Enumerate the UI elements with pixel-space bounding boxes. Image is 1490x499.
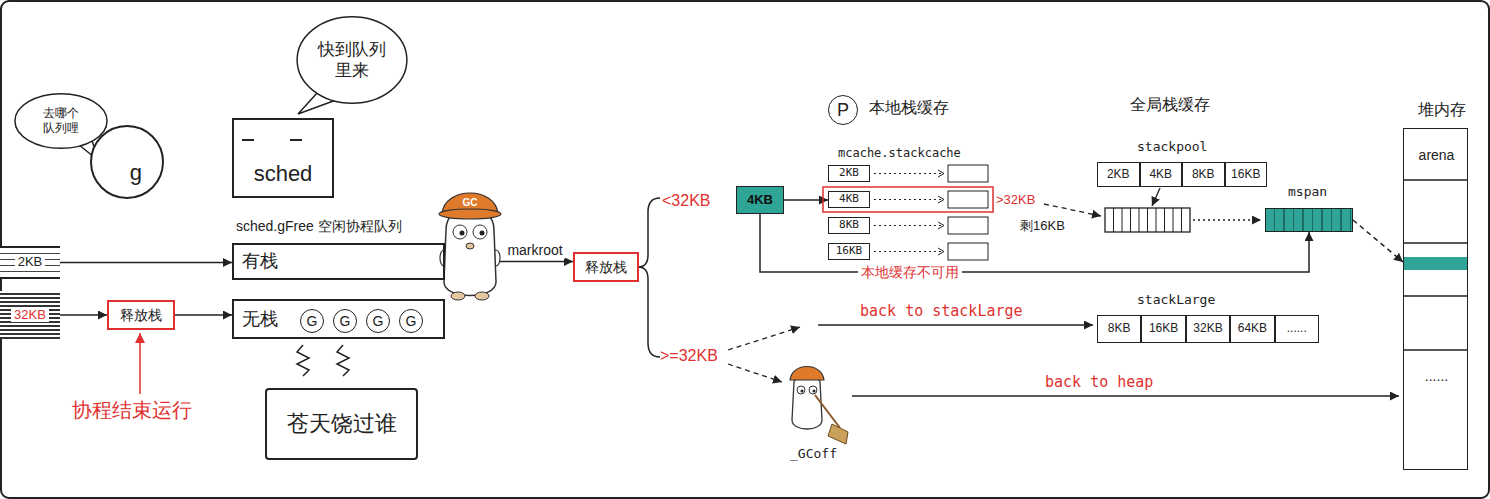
node-text: 有栈 — [242, 251, 278, 272]
text-label: <32KB — [662, 191, 710, 210]
heap-cell: ...... — [1404, 356, 1469, 396]
size-class-box: 2KB — [828, 165, 870, 182]
size-class-cell: 4KB — [1140, 162, 1183, 187]
heading-text: stackpool — [1137, 140, 1207, 155]
size-class-box: 8KB — [828, 217, 870, 234]
text-label: back to heap — [1045, 373, 1153, 391]
processor-circle: P本地栈缓存 — [828, 95, 858, 125]
goroutine-face: g — [90, 125, 164, 199]
release-stack-box: 释放栈 — [107, 300, 175, 330]
goroutine-circle: G — [366, 309, 390, 333]
text-label: 剩16KB — [1020, 218, 1065, 234]
text-label: sched.gFree 空闲协程队列 — [236, 218, 402, 235]
node-text: ...... — [1287, 322, 1307, 336]
arena-cell: arena — [1404, 129, 1469, 181]
node-text: 32KB — [11, 308, 49, 323]
goroutine-circle: G — [333, 309, 357, 333]
goroutine-circle: G — [399, 309, 423, 333]
node-text: ...... — [1425, 368, 1448, 384]
size-class-cell: 2KB — [1097, 162, 1140, 187]
node-text: 4KB — [747, 193, 773, 208]
text-label: 协程结束运行 — [72, 398, 192, 422]
node-text: 2KB — [839, 167, 859, 180]
node-text: G — [307, 313, 318, 329]
node-text: g — [130, 160, 142, 185]
size-class-box: 16KB — [828, 243, 870, 260]
speech-bubble: 去哪个 队列哩 — [14, 92, 108, 150]
text-label: 全局栈缓存 — [1130, 95, 1210, 114]
queue-box: 无栈 G G G G — [232, 299, 445, 339]
stacklarge: stackLarge8KB16KB32KB64KB...... — [1097, 315, 1319, 343]
edge-label: 本地缓存不可用 — [858, 264, 962, 281]
node-text: 64KB — [1238, 322, 1267, 336]
edge-label: markroot — [504, 242, 565, 259]
node-text: 2KB — [15, 255, 46, 270]
text-label: back to stackLarge — [860, 302, 1023, 320]
size-class-cell: 32KB — [1186, 315, 1230, 343]
node-text: 32KB — [1193, 322, 1222, 336]
node-text: 4KB — [1149, 168, 1172, 182]
connector — [60, 262, 232, 264]
node-text: G — [340, 313, 351, 329]
stackpool: stackpool2KB4KB8KB16KB — [1097, 162, 1267, 187]
text-label: >32KB — [996, 192, 1035, 208]
queue-box: 有栈 — [232, 243, 445, 280]
heading-text: stackLarge — [1137, 293, 1215, 308]
node-text: 16KB — [1149, 322, 1178, 336]
node-text: 8KB — [1192, 168, 1215, 182]
heading-text: mspan — [1288, 185, 1327, 200]
mspan-bar: mspan — [1265, 208, 1353, 232]
node-text: 16KB — [1231, 168, 1260, 182]
text-label: >=32KB — [660, 346, 718, 365]
node-text: 释放栈 — [585, 259, 627, 275]
node-text: 快到队列 里来 — [316, 39, 388, 82]
connector — [60, 314, 107, 316]
connector — [1353, 220, 1403, 262]
size-class-cell: 8KB — [1097, 315, 1141, 343]
text-label: mcache.stackcache — [838, 146, 961, 160]
stack-chunk: 4KB — [736, 186, 784, 214]
size-class-cell: 16KB — [1225, 162, 1268, 187]
node-text: 16KB — [836, 245, 863, 258]
sched-box: sched — [232, 118, 334, 198]
node-text: G — [373, 313, 384, 329]
connector — [760, 214, 1309, 272]
node-text: 4KB — [839, 193, 859, 206]
text-label: _GCoff — [790, 446, 837, 462]
text-label: GC — [463, 197, 478, 209]
release-stack-box: 释放栈 — [573, 252, 639, 282]
size-class-cell: ...... — [1275, 315, 1319, 343]
stack-block: 2KB — [0, 246, 60, 279]
size-class-box: 4KB — [828, 191, 870, 208]
stack-block: 32KB — [0, 291, 60, 339]
node-text: P — [837, 100, 849, 121]
node-text: G — [406, 313, 417, 329]
node-text: 去哪个 队列哩 — [39, 106, 83, 136]
note-box: 苍天饶过谁 — [265, 388, 418, 460]
node-text: 8KB — [1108, 322, 1131, 336]
speech-bubble: 快到队列 里来 — [296, 14, 408, 106]
size-class-cell: 8KB — [1182, 162, 1225, 187]
size-class-cell: 16KB — [1141, 315, 1185, 343]
node-text: sched — [254, 161, 313, 186]
heading-text: 堆内存 — [1418, 101, 1466, 119]
node-text: arena — [1419, 147, 1455, 163]
node-text: 释放栈 — [120, 307, 162, 323]
node-text: 苍天饶过谁 — [287, 411, 397, 436]
heap-column: 堆内存arena...... — [1403, 128, 1468, 470]
bubble-outline — [296, 14, 408, 106]
connector — [784, 199, 828, 201]
size-class-cell: 64KB — [1230, 315, 1274, 343]
node-text: 无栈 — [242, 309, 278, 330]
node-text: 2KB — [1107, 168, 1130, 182]
goroutine-circle: G — [300, 309, 324, 333]
connector — [175, 314, 232, 316]
heading-text: 本地栈缓存 — [869, 99, 949, 117]
node-text: 8KB — [839, 219, 859, 232]
